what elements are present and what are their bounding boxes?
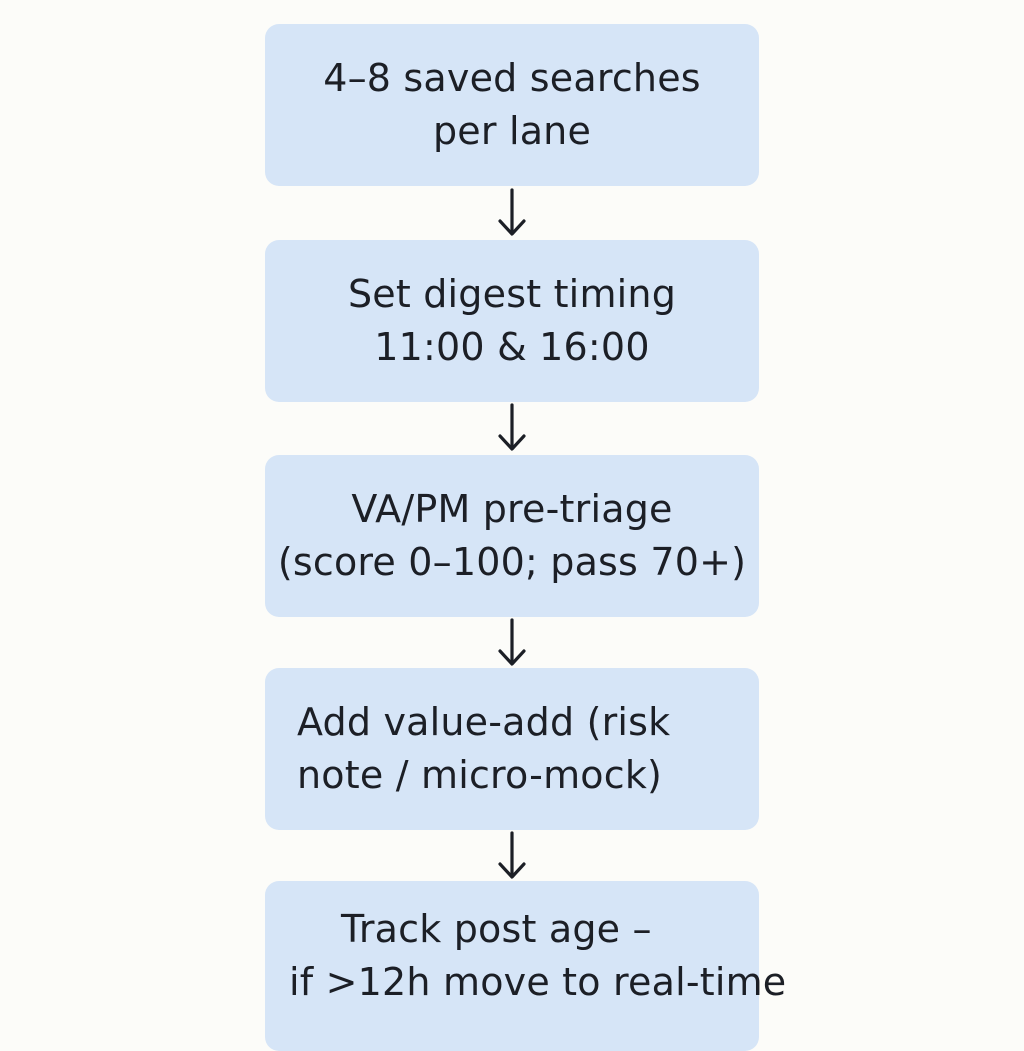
step-label-line: Add value-add (risk [297, 700, 671, 744]
step-label-line: per lane [432, 109, 592, 153]
arrow-down-icon [498, 618, 526, 666]
step-label-line: (score 0–100; pass 70+) [277, 540, 747, 584]
step-box-value-add: Add value-add (risk note / micro-mock) [265, 668, 759, 830]
step-box-saved-searches: 4–8 saved searches per lane [265, 24, 759, 186]
step-label-line: 4–8 saved searches [323, 56, 701, 100]
step-box-digest-timing: Set digest timing 11:00 & 16:00 [265, 240, 759, 402]
step-box-track-post-age: Track post age – if >12h move to real-ti… [265, 881, 786, 1051]
step-label-line: if >12h move to real-time [289, 960, 787, 1004]
step-label-line: note / micro-mock) [297, 753, 663, 797]
arrow-down-icon [498, 831, 526, 879]
step-box-pre-triage: VA/PM pre-triage (score 0–100; pass 70+) [265, 455, 759, 617]
arrow-down-icon [498, 188, 526, 236]
step-label-line: 11:00 & 16:00 [374, 325, 650, 369]
step-label-line: Track post age – [341, 907, 652, 951]
arrow-down-icon [498, 403, 526, 451]
step-label-line: Set digest timing [347, 272, 677, 316]
flowchart: 4–8 saved searches per lane Set digest t… [265, 24, 786, 1051]
step-label-line: VA/PM pre-triage [351, 487, 673, 531]
